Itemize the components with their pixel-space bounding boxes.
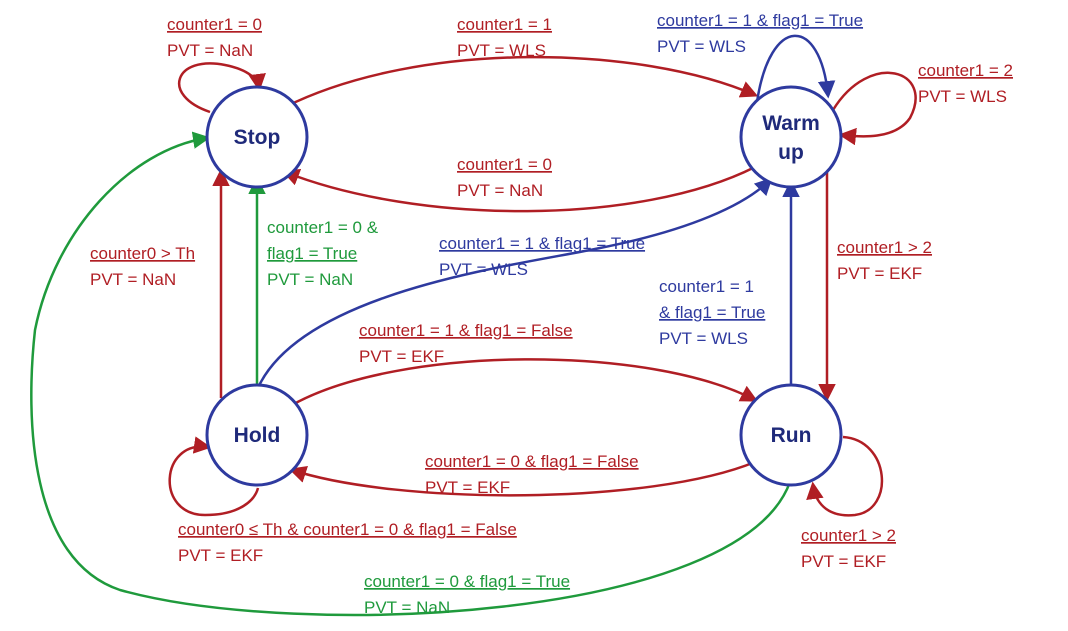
label-run-to-hold-pvt: PVT = EKF	[425, 478, 510, 497]
edge-hold-to-warmup	[255, 177, 773, 391]
label-run-to-warmup-pvt: PVT = WLS	[659, 329, 748, 348]
label-warmup-self-blue-pvt: PVT = WLS	[657, 37, 746, 56]
label-stop-self-pvt: PVT = NaN	[167, 41, 253, 60]
edge-run-self	[806, 435, 884, 517]
label-hold-to-stop-red-pvt: PVT = NaN	[90, 270, 176, 289]
label-warmup-self-red-pvt: PVT = WLS	[918, 87, 1007, 106]
state-warmup-label-line1: Warm	[762, 112, 820, 135]
label-hold-to-run-condition: counter1 = 1 & flag1 = False	[359, 321, 573, 340]
label-warmup-self-red-condition: counter1 = 2	[918, 61, 1013, 80]
label-hold-to-run-pvt: PVT = EKF	[359, 347, 444, 366]
edge-warmup-self-red	[831, 71, 917, 146]
state-hold-label: Hold	[234, 424, 281, 447]
edge-hold-self	[168, 436, 260, 517]
label-stop-to-warmup-pvt: PVT = WLS	[457, 41, 546, 60]
state-stop-label: Stop	[234, 126, 281, 149]
label-warmup-to-stop-condition: counter1 = 0	[457, 155, 552, 174]
label-hold-to-stop-green-pvt: PVT = NaN	[267, 270, 353, 289]
label-run-to-warmup-condition-1: counter1 = 1	[659, 277, 754, 296]
label-run-to-hold-condition: counter1 = 0 & flag1 = False	[425, 452, 639, 471]
edge-hold-to-run	[291, 358, 759, 407]
label-run-to-warmup-condition-2: & flag1 = True	[659, 303, 765, 322]
label-stop-to-warmup-condition: counter1 = 1	[457, 15, 552, 34]
state-warmup: Warm up	[739, 85, 843, 189]
label-warmup-self-blue-condition: counter1 = 1 & flag1 = True	[657, 11, 863, 30]
edge-run-to-stop	[30, 131, 792, 617]
label-hold-to-stop-green-condition-1: counter1 = 0 &	[267, 218, 379, 237]
state-run: Run	[739, 383, 843, 487]
label-hold-to-warmup-condition: counter1 = 1 & flag1 = True	[439, 234, 645, 253]
label-hold-self-condition: counter0 ≤ Th & counter1 = 0 & flag1 = F…	[178, 520, 517, 539]
label-warmup-to-stop-pvt: PVT = NaN	[457, 181, 543, 200]
state-hold: Hold	[205, 383, 309, 487]
label-hold-to-stop-red-condition: counter0 > Th	[90, 244, 195, 263]
label-run-to-stop-condition: counter1 = 0 & flag1 = True	[364, 572, 570, 591]
edge-warmup-to-stop	[281, 165, 756, 213]
label-hold-to-warmup-pvt: PVT = WLS	[439, 260, 528, 279]
label-hold-to-stop-green-condition-2: flag1 = True	[267, 244, 357, 263]
label-run-self-pvt: PVT = EKF	[801, 552, 886, 571]
state-stop: Stop	[205, 85, 309, 189]
edge-run-to-hold	[288, 460, 756, 497]
label-run-to-stop-pvt: PVT = NaN	[364, 598, 450, 617]
edge-stop-self	[178, 62, 266, 114]
label-warmup-to-run-condition: counter1 > 2	[837, 238, 932, 257]
edge-warmup-self-blue	[755, 34, 836, 103]
state-run-label: Run	[771, 424, 812, 447]
label-run-self-condition: counter1 > 2	[801, 526, 896, 545]
label-warmup-to-run-pvt: PVT = EKF	[837, 264, 922, 283]
label-hold-self-pvt: PVT = EKF	[178, 546, 263, 565]
label-stop-self-condition: counter1 = 0	[167, 15, 262, 34]
state-warmup-label-line2: up	[778, 141, 804, 164]
edge-stop-to-warmup	[284, 55, 759, 109]
